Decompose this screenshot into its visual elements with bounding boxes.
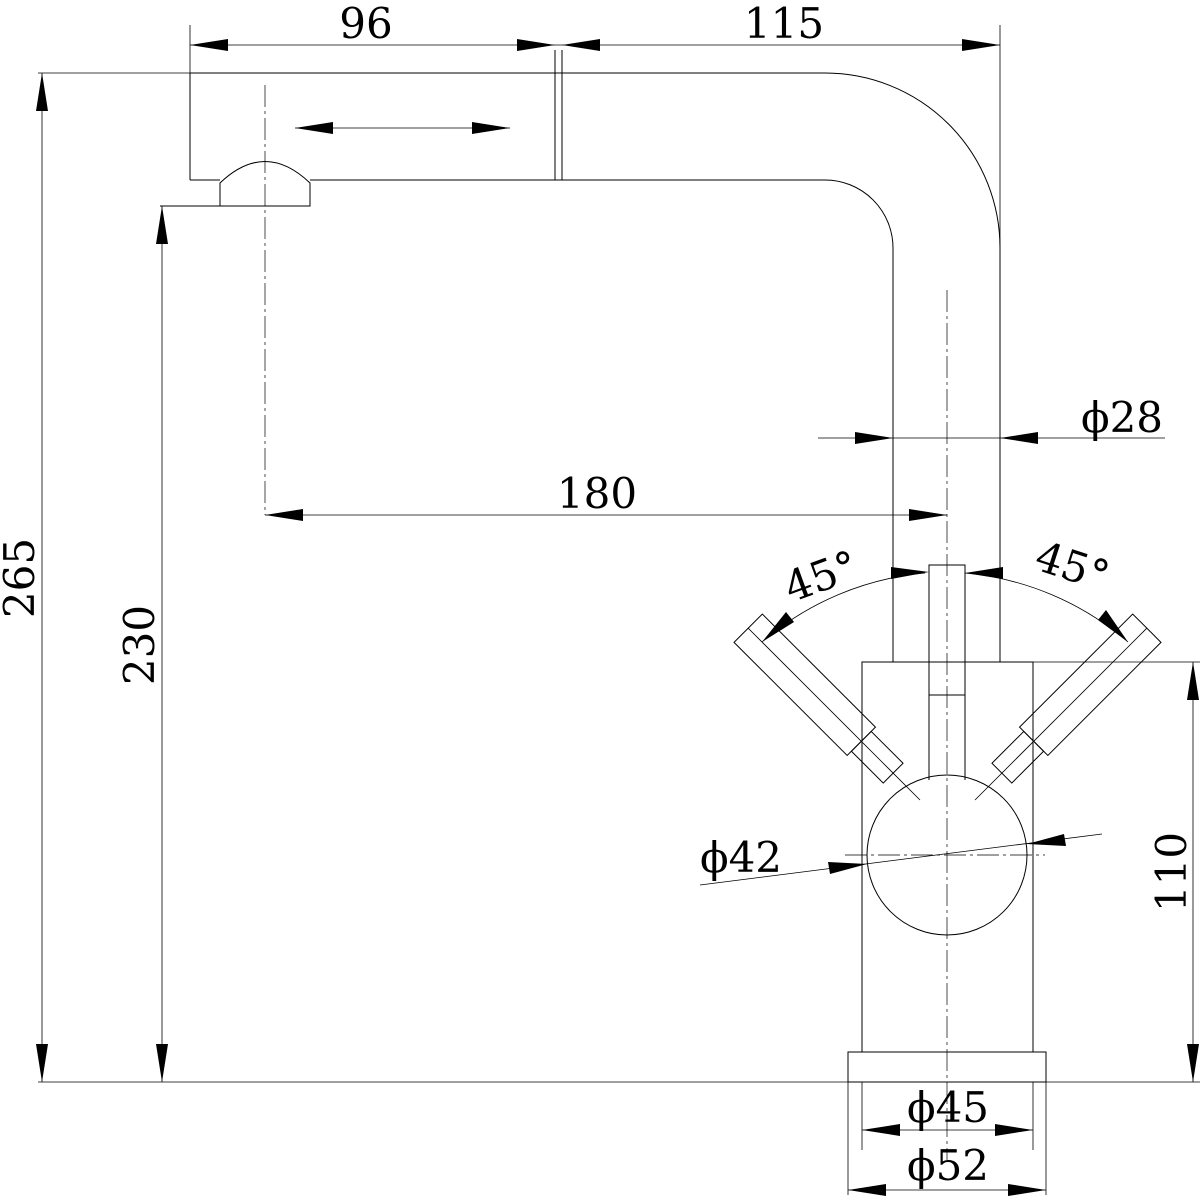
spout-outer-edge xyxy=(190,72,1001,662)
dim-230: 230 xyxy=(115,605,164,685)
dim-phi-42: ϕ42 xyxy=(700,833,782,882)
faucet-body xyxy=(861,661,1034,1053)
extension-lines xyxy=(38,25,1200,1195)
dim-115: 115 xyxy=(744,0,824,48)
left-handle xyxy=(733,613,921,801)
dim-phi-52: ϕ52 xyxy=(907,1141,989,1190)
dim-phi-28: ϕ28 xyxy=(1081,393,1163,442)
center-lines xyxy=(264,85,1045,1160)
dim-110: 110 xyxy=(1147,832,1196,912)
dim-96: 96 xyxy=(339,0,392,48)
dim-phi-45: ϕ45 xyxy=(907,1083,989,1132)
spout-inner-edge xyxy=(190,179,894,662)
dim-45-left: 45° xyxy=(778,541,865,613)
aerator xyxy=(219,161,311,207)
faucet-outline xyxy=(160,50,1162,1083)
dim-180: 180 xyxy=(557,469,637,518)
dimension-lines xyxy=(36,39,1199,1196)
right-handle xyxy=(974,613,1162,801)
dim-265: 265 xyxy=(0,538,44,618)
